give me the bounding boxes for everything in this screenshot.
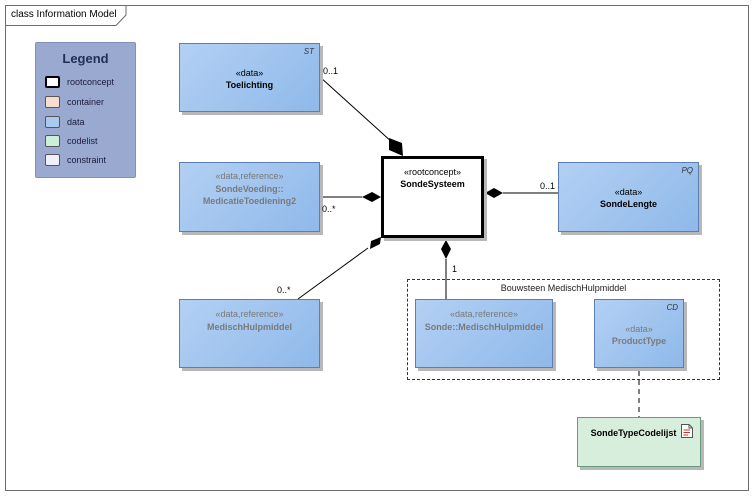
class-medischhulpmiddel[interactable]: «data,reference» MedischHulpmiddel xyxy=(179,299,320,368)
class-name: SondeTypeCodelijst xyxy=(590,428,677,438)
class-stereotype: «data,reference» xyxy=(215,309,284,319)
class-sonde-medischhulpmiddel[interactable]: «data,reference» Sonde::MedischHulpmidde… xyxy=(415,299,553,368)
composition-diamond-medischhulpmiddel xyxy=(370,237,381,249)
diagram-title: class Information Model xyxy=(11,9,117,20)
class-name-line2: MedicatieToediening2 xyxy=(202,196,297,206)
composition-diamond-sondelengte xyxy=(485,188,503,198)
class-name: Toelichting xyxy=(225,80,274,90)
frame-tab-shape xyxy=(5,5,127,26)
class-name: ProductType xyxy=(611,336,667,346)
multiplicity-sondevoeding: 0..* xyxy=(322,204,336,214)
class-stereotype: «data» xyxy=(235,68,264,78)
class-stereotype: «data» xyxy=(625,324,653,334)
boundary-label: Bouwsteen MedischHulpmiddel xyxy=(500,283,627,293)
class-sondevoeding-medicatietoediening[interactable]: «data,reference» SondeVoeding:: Medicati… xyxy=(179,162,320,232)
type-tag: ST xyxy=(303,47,314,56)
class-name: MedischHulpmiddel xyxy=(206,322,292,332)
class-producttype[interactable]: CD «data» ProductType xyxy=(594,299,684,368)
legend-label: data xyxy=(67,117,85,127)
legend-item-container: container xyxy=(45,94,104,110)
composition-diamond-toelichting xyxy=(389,138,403,156)
multiplicity-sondelengte: 0..1 xyxy=(540,181,556,191)
class-stereotype: «data,reference» xyxy=(215,171,284,181)
legend-label: rootconcept xyxy=(67,77,115,87)
class-stereotype: «data,reference» xyxy=(449,309,519,319)
type-tag: CD xyxy=(666,303,678,312)
connector-toelichting xyxy=(319,76,394,144)
legend-swatch-rootconcept xyxy=(45,76,60,88)
class-name: Sonde::MedischHulpmiddel xyxy=(424,322,544,332)
legend-swatch-codelist xyxy=(45,135,60,147)
legend-swatch-data xyxy=(45,116,60,128)
class-name: SondeSysteem xyxy=(400,179,465,189)
legend-title: Legend xyxy=(62,51,109,66)
legend: Legend rootconcept container data codeli… xyxy=(35,42,136,178)
type-tag: PQ xyxy=(681,166,693,175)
multiplicity-toelichting: 0..1 xyxy=(323,66,339,76)
class-sondesysteem[interactable]: «rootconcept» SondeSysteem xyxy=(381,156,484,238)
legend-label: codelist xyxy=(67,136,98,146)
class-sondelengte[interactable]: PQ «data» SondeLengte xyxy=(558,162,699,232)
connector-medischhulpmiddel xyxy=(297,247,369,300)
legend-label: constraint xyxy=(67,155,107,165)
class-toelichting[interactable]: ST «data» Toelichting xyxy=(179,43,320,112)
legend-item-data: data xyxy=(45,114,85,130)
composition-diamond-sondevoeding xyxy=(362,192,381,202)
legend-item-constraint: constraint xyxy=(45,152,106,168)
class-stereotype: «data» xyxy=(614,187,643,197)
legend-label: container xyxy=(67,97,105,107)
multiplicity-medischhulpmiddel: 0..* xyxy=(277,285,291,295)
composition-diamond-sonde-medischhulpmiddel xyxy=(441,240,451,259)
legend-item-codelist: codelist xyxy=(45,133,98,149)
class-name-line1: SondeVoeding:: xyxy=(215,184,284,194)
document-icon xyxy=(681,424,693,443)
legend-item-rootconcept: rootconcept xyxy=(45,74,114,90)
legend-swatch-constraint xyxy=(45,154,60,166)
class-sondetypecodelijst[interactable]: SondeTypeCodelijst xyxy=(577,417,701,467)
boundary-bouwsteen-medischhulpmiddel[interactable]: Bouwsteen MedischHulpmiddel xyxy=(407,279,720,380)
class-name: SondeLengte xyxy=(599,199,657,209)
diagram-frame xyxy=(5,5,749,491)
class-stereotype: «rootconcept» xyxy=(403,167,462,177)
multiplicity-sonde-medischhulpmiddel: 1 xyxy=(452,264,458,274)
legend-swatch-container xyxy=(45,96,60,108)
